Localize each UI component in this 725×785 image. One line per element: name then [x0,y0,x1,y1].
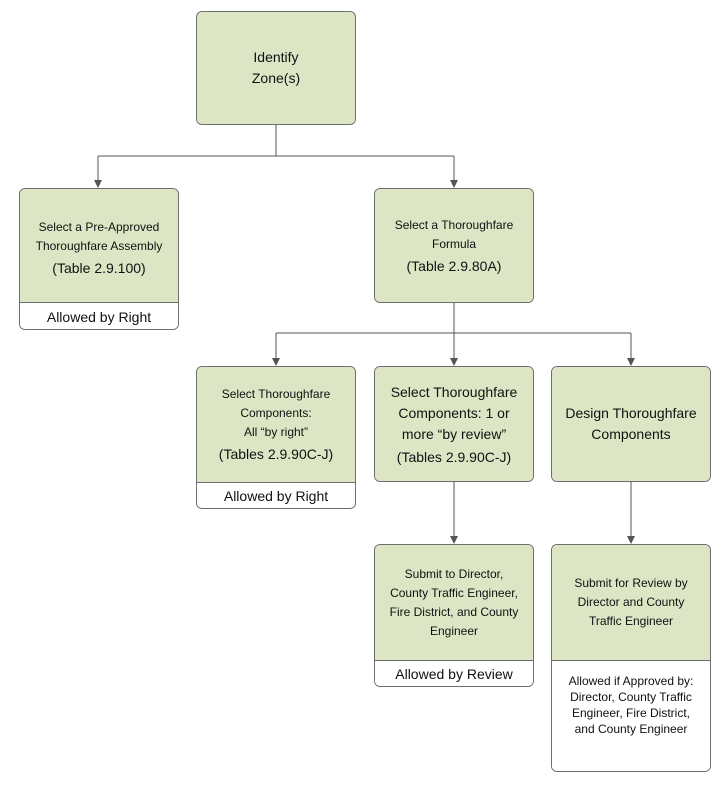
by-right-table-ref: (Tables 2.9.90C-J) [218,446,334,462]
thoroughfare-formula-node: Select a Thoroughfare Formula (Table 2.9… [374,188,534,303]
design-line-2: Components [591,426,671,442]
formula-line-1: Select a Thoroughfare [394,217,514,232]
identify-zones-node: Identify Zone(s) [196,11,356,125]
approved-line-3: Engineer, Fire District, [571,706,691,720]
submit-for-review-node: Submit for Review by Director and County… [551,544,711,772]
by-right-line-1: Select Thoroughfare [221,387,331,401]
by-review-table-ref: (Tables 2.9.90C-J) [396,448,512,465]
submit-director-line-4: Engineer [429,623,479,638]
preapproved-line-2: Thoroughfare Assembly [35,238,163,253]
allowed-by-review-caption: Allowed by Review [375,660,533,686]
design-line-1: Design Thoroughfare [565,405,697,421]
approved-line-1: Allowed if Approved by: [568,674,694,688]
design-components-node: Design Thoroughfare Components [551,366,711,482]
by-review-line-2: Components: 1 or [398,404,510,421]
allowed-if-approved-caption: Allowed if Approved by: Director, County… [552,660,710,771]
submit-review-line-2: Director and County [577,595,685,609]
submit-director-line-2: County Traffic Engineer, [390,585,518,600]
by-review-line-3: more “by review” [401,425,507,442]
by-right-line-2: Components: [240,406,312,420]
formula-line-2: Formula [431,236,476,251]
identify-zones-line-1: Identify [253,49,299,65]
submit-review-line-3: Traffic Engineer [588,614,674,628]
submit-to-director-node: Submit to Director, County Traffic Engin… [374,544,534,687]
submit-review-line-1: Submit for Review by [574,576,688,590]
approved-line-4: and County Engineer [574,722,688,736]
preapproved-assembly-node: Select a Pre-Approved Thoroughfare Assem… [19,188,179,330]
by-review-line-1: Select Thoroughfare [390,383,518,400]
submit-director-line-3: Fire District, and County [389,604,519,619]
preapproved-table-ref: (Table 2.9.100) [52,259,146,276]
components-by-right-node: Select Thoroughfare Components: All “by … [196,366,356,509]
identify-zones-line-2: Zone(s) [251,70,301,86]
approved-line-2: Director, County Traffic [570,690,692,704]
preapproved-line-1: Select a Pre-Approved [38,219,160,234]
formula-table-ref: (Table 2.9.80A) [406,257,502,274]
components-by-review-node: Select Thoroughfare Components: 1 or mor… [374,366,534,482]
preapproved-allowed-caption: Allowed by Right [20,302,178,329]
submit-director-line-1: Submit to Director, [404,566,504,581]
by-right-line-3: All “by right” [243,425,308,439]
by-right-allowed-caption: Allowed by Right [197,482,355,508]
